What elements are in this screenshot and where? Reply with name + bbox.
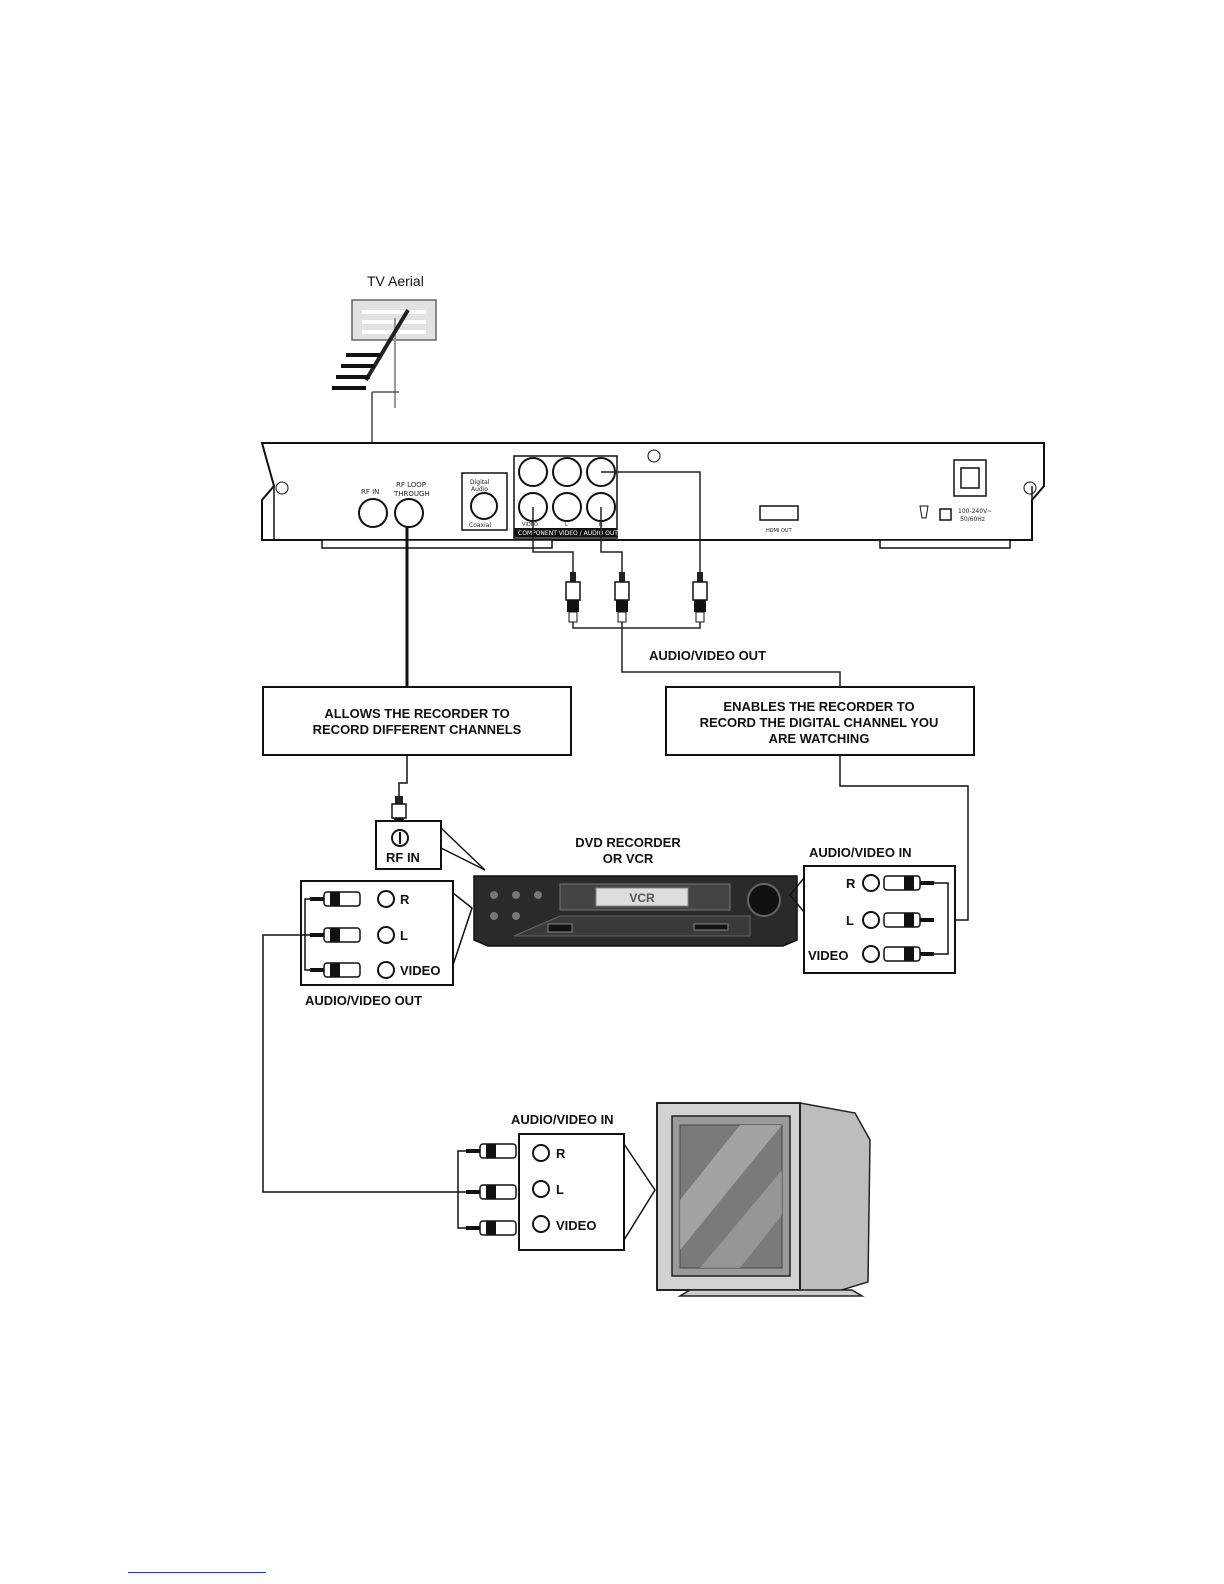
coaxial-jack [470, 492, 498, 520]
recorder-in-plug-r [883, 875, 934, 891]
tv-av-in-label: AUDIO/VIDEO IN [511, 1112, 614, 1127]
recorder-device: VCR [473, 875, 798, 947]
player-video-wire [601, 471, 701, 572]
player-right-wire [600, 507, 623, 572]
recorder-out-r-label: R [400, 892, 410, 907]
tv-r-label: R [556, 1146, 566, 1161]
av-out-bundle [572, 622, 701, 629]
player-rear-panel: RF IN RF LOOP THROUGH Digital Audio Coax… [260, 442, 1045, 549]
recorder-in-r-label: R [846, 876, 856, 891]
recorder-in-video-label: VIDEO [808, 948, 848, 963]
power-label-1: 100-240V~ [958, 508, 992, 515]
recorder-in-jack-l [862, 911, 880, 929]
power-label-2: 50/60Hz [960, 516, 985, 523]
recorder-out-video-label: VIDEO [400, 963, 440, 978]
component-strip-label: COMPONENT VIDEO / AUDIO OUT [518, 530, 618, 537]
vcr-badge: VCR [629, 891, 655, 905]
television [656, 1102, 871, 1297]
rf-loop-through-label: THROUGH [393, 490, 430, 498]
recorder-title-line1: DVD RECORDER [575, 835, 681, 850]
recorder-av-out-label: AUDIO/VIDEO OUT [305, 993, 422, 1008]
digital-audio-label-2: Audio [471, 486, 488, 493]
recorder-out-jack-l [377, 926, 395, 944]
recorder-av-in-label: AUDIO/VIDEO IN [809, 845, 912, 860]
tv-aerial-label: TV Aerial [367, 273, 424, 289]
recorder-rf-in-panel: RF IN [375, 820, 486, 871]
rf-in-jack [358, 498, 388, 528]
av-out-top-label: AUDIO/VIDEO OUT [649, 648, 766, 663]
tv-l-label: L [556, 1182, 564, 1197]
rf-loop-jack [394, 498, 424, 528]
tv-plug-r [466, 1143, 517, 1159]
recorder-out-plug-video [310, 962, 361, 978]
player-left-wire [532, 507, 574, 572]
recorder-out-plug-l [310, 927, 361, 943]
recorder-in-l-label: L [846, 913, 854, 928]
callout-enables-line3: ARE WATCHING [769, 731, 870, 746]
tv-aerial: TV Aerial [332, 273, 437, 408]
callout-enables-line1: ENABLES THE RECORDER TO [723, 699, 914, 714]
recorder-av-out-panel: R L VIDEO [300, 880, 473, 986]
recorder-in-jack-video [862, 945, 880, 963]
digital-audio-label-1: Digital [470, 479, 490, 486]
tv-jack-video [532, 1215, 550, 1233]
callout-allows: ALLOWS THE RECORDER TO RECORD DIFFERENT … [262, 686, 572, 756]
recorder-in-plug-video [883, 946, 934, 962]
tv-plug-video [466, 1220, 517, 1236]
callout-enables: ENABLES THE RECORDER TO RECORD THE DIGIT… [665, 686, 975, 756]
rf-in-label: RF IN [361, 488, 379, 496]
jack-l-label: L [565, 522, 568, 528]
recorder-to-tv-cable [262, 934, 480, 1193]
recorder-av-in-panel: R L VIDEO [789, 865, 956, 974]
recorder-rf-in-label: RF IN [386, 850, 420, 865]
recorder-in-plug-l [883, 912, 934, 928]
recorder-out-jack-video [377, 961, 395, 979]
tv-av-in-panel: R L VIDEO [457, 1133, 656, 1251]
jack-video-label: VIDEO [522, 522, 538, 528]
tv-jack-l [532, 1180, 550, 1198]
enables-to-recorder-cable [839, 755, 969, 921]
rf-loop-label: RF LOOP [396, 481, 426, 489]
rf-to-recorder-cable [398, 755, 408, 796]
recorder-in-jack-r [862, 874, 880, 892]
callout-allows-line2: RECORD DIFFERENT CHANNELS [313, 722, 522, 737]
footer-link-underline[interactable] [128, 1572, 266, 1573]
hdmi-label: HDMI OUT [766, 528, 793, 534]
callout-enables-line2: RECORD THE DIGITAL CHANNEL YOU [700, 715, 939, 730]
recorder-out-plug-r [310, 891, 361, 907]
tv-plug-l [466, 1184, 517, 1200]
coaxial-label: Coaxial [469, 522, 491, 529]
av-out-cable [621, 622, 841, 686]
recorder-title-line2: OR VCR [603, 851, 654, 866]
recorder-out-l-label: L [400, 928, 408, 943]
callout-allows-line1: ALLOWS THE RECORDER TO [324, 706, 509, 721]
recorder-out-jack-r [377, 890, 395, 908]
tv-jack-r [532, 1144, 550, 1162]
tv-video-label: VIDEO [556, 1218, 596, 1233]
player-rca-plugs [565, 572, 708, 623]
